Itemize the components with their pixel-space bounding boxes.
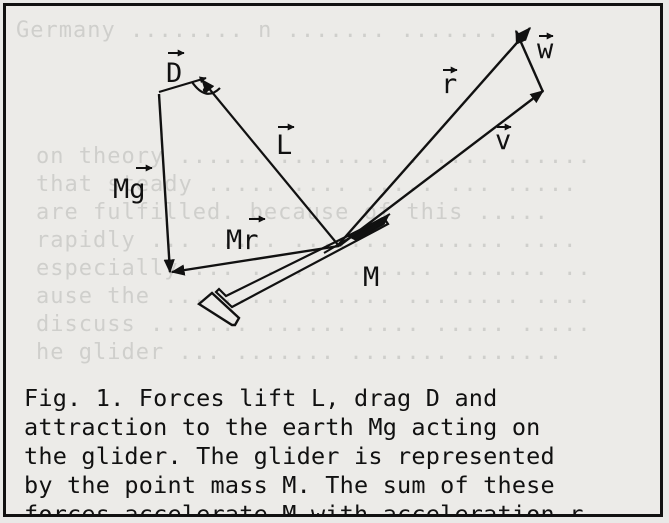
bleed-through-text: Germany ........ n ....... .......	[16, 18, 501, 43]
mass-label: M	[363, 262, 379, 293]
lift-vector	[158, 76, 207, 94]
bleed-through-text: he glider ... ....... ....... .......	[36, 340, 564, 365]
bleed-through-text: ause the ... ..... ...... ........ ....	[36, 284, 592, 309]
bleed-through-text: rapidly ... ..... ....... ....... ....	[36, 228, 578, 253]
lift-force-polygon	[211, 75, 339, 246]
bleed-through-text: on theory ...... ........ ...... ......	[36, 144, 592, 169]
gravity-label: Mg	[113, 174, 146, 205]
figure-caption: Fig. 1. Forces lift L, drag D and attrac…	[24, 384, 656, 517]
caption-line: the glider. The glider is represented	[24, 442, 555, 470]
velocity-vector	[338, 90, 545, 247]
wind-vector	[514, 29, 545, 93]
caption-line: forces accelerate M with acceleration r.	[24, 500, 598, 517]
position-label: r	[441, 69, 457, 100]
drag-vector	[201, 78, 340, 247]
caption-line: Fig. 1. Forces lift L, drag D and	[24, 384, 498, 412]
inertial-force-label: Mr	[226, 225, 259, 256]
wind-label: w	[537, 34, 554, 65]
bleed-through-text: that steady ..... .... ..... ... .....	[36, 172, 578, 197]
drag-label: D	[166, 58, 182, 89]
gravity-vector	[157, 93, 175, 274]
right-angle-dot	[202, 87, 208, 93]
velocity-label: v	[495, 125, 511, 156]
figure-frame: Germany ........ n ....... ....... on th…	[3, 3, 663, 517]
bleed-through-text: especially ... .. ... ...... ....... ..	[36, 256, 592, 281]
inertial-force-vector	[170, 244, 340, 276]
bleed-through-text: discuss ....... ...... .... ..... .....	[36, 312, 592, 337]
caption-line: by the point mass M. The sum of these	[24, 471, 555, 499]
position-vector	[338, 26, 531, 245]
bleed-through-text: are fulfilled. because of this .....	[36, 200, 549, 225]
glider-tail	[196, 291, 241, 327]
force-diagram: D L Mg Mr r v w M	[113, 26, 554, 327]
right-angle-arc	[191, 81, 221, 95]
caption-line: attraction to the earth Mg acting on	[24, 413, 541, 441]
lift-label: L	[276, 130, 292, 161]
